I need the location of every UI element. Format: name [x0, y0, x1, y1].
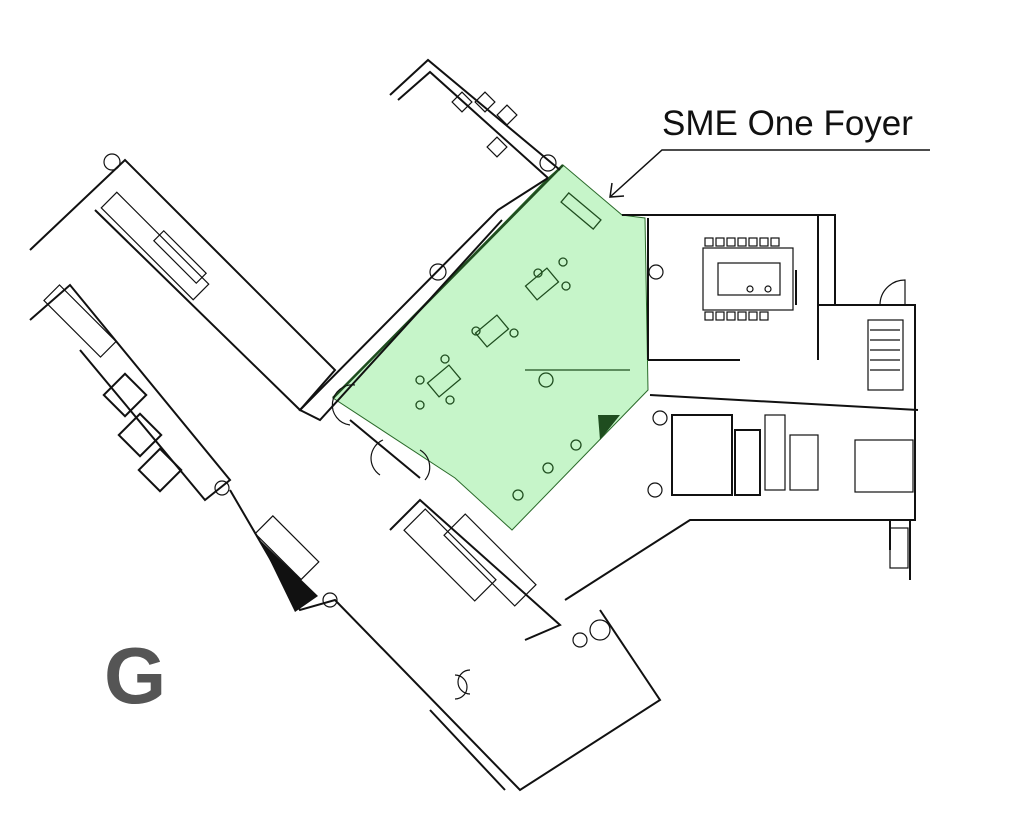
- label-leader: [609, 149, 930, 198]
- foyer-furniture: [415, 191, 630, 501]
- meeting-room: [622, 214, 836, 361]
- south-wing: [229, 489, 662, 792]
- foyer-wall: [332, 164, 564, 399]
- floor-label: G: [104, 631, 167, 720]
- area-label: SME One Foyer: [662, 104, 913, 143]
- west-wing: [29, 153, 337, 502]
- east-wing: [564, 279, 919, 601]
- foyer-entrance-doors: [331, 384, 431, 481]
